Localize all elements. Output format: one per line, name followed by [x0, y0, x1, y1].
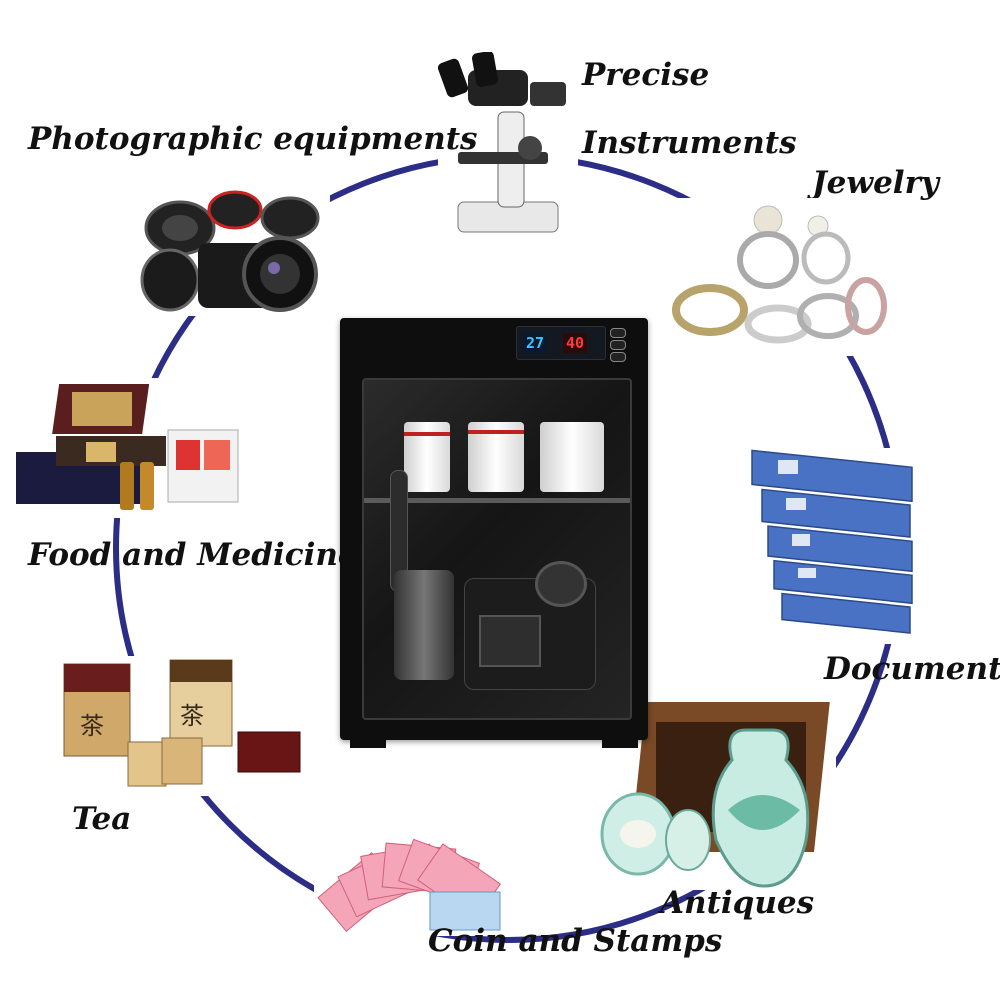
label-precise: Precise [582, 57, 710, 93]
label-jewelry: Jewelry [812, 165, 939, 201]
white-lens [540, 422, 604, 492]
glass-door [362, 378, 632, 720]
microscope-icon [438, 52, 578, 247]
white-lens [404, 422, 450, 492]
banknote-icon [314, 800, 514, 936]
temperature-readout: 27 [523, 333, 548, 353]
humidity-readout: 40 [563, 333, 588, 353]
control-panel: 27 40 [516, 326, 606, 360]
black-lens [394, 570, 454, 680]
label-tea: Tea [72, 801, 132, 837]
label-antiques: Antiques [660, 885, 815, 921]
shelf [364, 498, 630, 503]
binder-icon [748, 448, 916, 644]
ring-icon [668, 198, 888, 356]
camera-screen [479, 615, 541, 667]
label-documents: Documents [824, 651, 1000, 687]
camera-viewfinder [535, 561, 587, 607]
tea-box-icon: 茶 茶 [58, 656, 308, 796]
cabinet-foot [350, 738, 386, 748]
dry-cabinet-icon: 27 40 [340, 318, 648, 748]
vase-icon [596, 700, 836, 890]
camera-icon [140, 188, 330, 316]
svg-text:茶: 茶 [180, 702, 204, 730]
dslr-camera [464, 561, 596, 690]
white-lens [468, 422, 524, 492]
label-instruments: Instruments [582, 125, 797, 161]
cabinet-foot [602, 738, 638, 748]
gift-box-icon [16, 378, 244, 518]
control-button-3 [610, 352, 626, 362]
control-button-2 [610, 340, 626, 350]
label-photographic: Photographic equipments [28, 121, 478, 157]
svg-text:茶: 茶 [80, 712, 104, 740]
label-coin: Coin and Stamps [428, 923, 723, 959]
control-button-1 [610, 328, 626, 338]
label-food: Food and Medicine [28, 537, 358, 573]
